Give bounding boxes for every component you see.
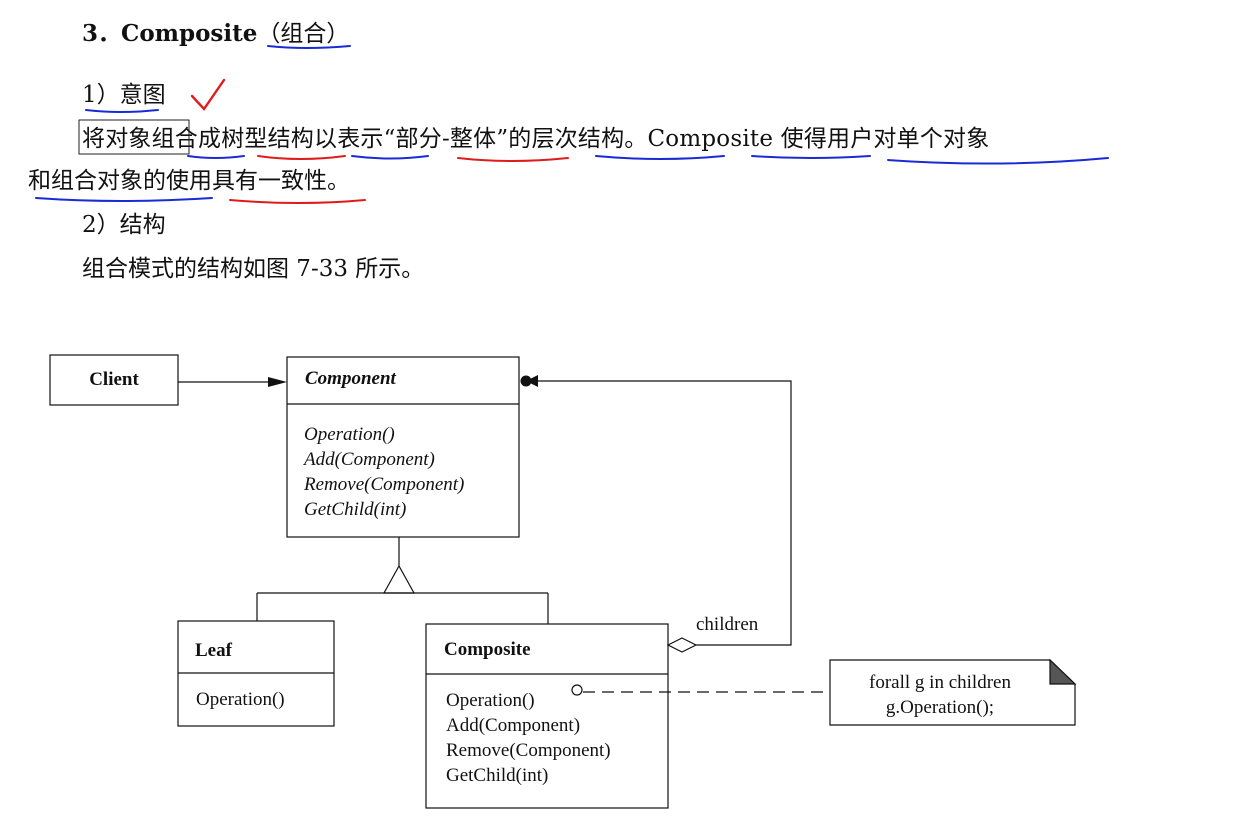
heading-underline — [267, 45, 351, 49]
underline-6 — [751, 155, 871, 159]
composite-method-3: Remove(Component) — [446, 740, 611, 761]
note-line-1: forall g in children — [869, 672, 1011, 693]
component-method-2: Add(Component) — [302, 449, 435, 470]
component-method-4: GetChild(int) — [304, 499, 406, 520]
underline-7 — [887, 157, 1109, 165]
section-intent-label: 1）意图 — [82, 82, 166, 108]
intent-line-1: 将对象组合成树型结构以表示“部分-整体”的层次结构。Composite 使得用户… — [82, 126, 990, 152]
association-dot — [520, 375, 532, 387]
underline-2 — [257, 155, 346, 160]
note-fold-corner — [1049, 658, 1077, 685]
heading-title-cn: （组合） — [257, 21, 350, 47]
highlight-box — [78, 119, 190, 155]
leaf-label: Leaf — [195, 640, 233, 661]
heading: 3．Composite（组合） — [82, 14, 349, 48]
client-box — [49, 354, 179, 406]
composite-box — [425, 623, 669, 809]
check-mark-icon — [190, 78, 226, 111]
children-association — [538, 380, 792, 646]
children-label: children — [696, 614, 759, 635]
note-box — [829, 659, 1076, 726]
composite-method-2: Add(Component) — [446, 715, 580, 736]
underline-8 — [35, 197, 213, 202]
composite-method-1: Operation() — [446, 690, 535, 711]
client-label: Client — [89, 369, 139, 390]
underline-1 — [187, 155, 245, 159]
note-line-2: g.Operation(); — [886, 697, 994, 718]
heading-title-en: Composite — [121, 20, 258, 47]
leaf-method-1: Operation() — [196, 689, 285, 710]
component-method-3: Remove(Component) — [303, 474, 464, 495]
component-method-1: Operation() — [304, 424, 395, 445]
component-label: Component — [305, 368, 397, 389]
composite-label: Composite — [444, 639, 531, 660]
underline-4 — [457, 157, 569, 162]
note-anchor — [571, 684, 583, 696]
underline-9 — [229, 199, 366, 204]
inheritance-triangle — [382, 564, 416, 594]
component-box — [286, 356, 520, 538]
underline-5 — [595, 155, 725, 160]
aggregation-diamond — [666, 637, 698, 653]
intent-line-2: 和组合对象的使用具有一致性。 — [28, 168, 350, 194]
section-structure-label: 2）结构 — [82, 212, 166, 238]
underline-3 — [351, 155, 429, 160]
annotation-marks — [35, 45, 1109, 204]
composite-method-4: GetChild(int) — [446, 765, 548, 786]
heading-number: 3． — [82, 20, 122, 47]
structure-caption: 组合模式的结构如图 7-33 所示。 — [82, 256, 425, 282]
intent-label-underline — [85, 109, 159, 113]
